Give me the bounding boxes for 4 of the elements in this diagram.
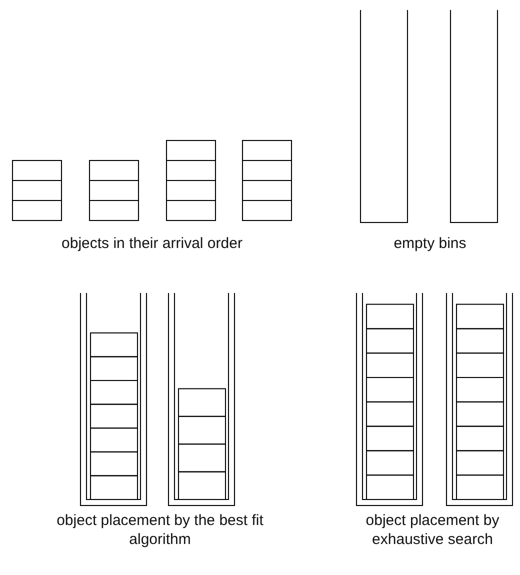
caption: object placement by the best fit algorithm	[56, 511, 264, 549]
caption: empty bins	[392, 234, 468, 253]
caption: objects in their arrival order	[60, 234, 244, 253]
caption: object placement by exhaustive search	[364, 511, 500, 549]
